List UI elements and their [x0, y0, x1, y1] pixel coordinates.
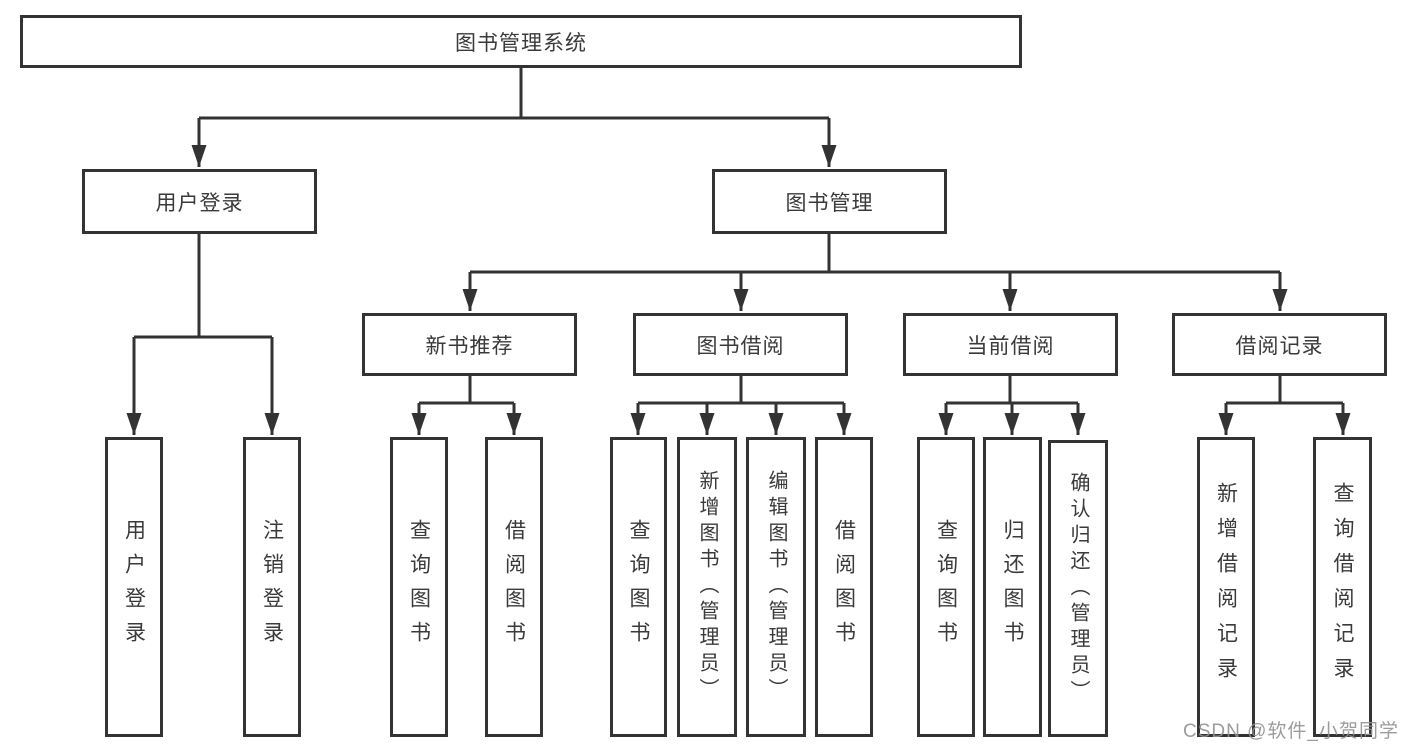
- node-leaf-logout-login: 注销登录: [243, 437, 301, 737]
- node-leaf-add-borrow-record: 新增借阅记录: [1197, 437, 1255, 737]
- node-leaf-confirm-return-admin: 确认归还（管理员）: [1048, 440, 1108, 737]
- node-leaf-query-books-recommend: 查询图书: [390, 437, 448, 737]
- node-root: 图书管理系统: [20, 15, 1022, 68]
- node-leaf-query-books-current: 查询图书: [917, 437, 975, 737]
- node-user-login: 用户登录: [82, 169, 317, 234]
- node-leaf-edit-books-admin: 编辑图书（管理员）: [746, 437, 806, 737]
- node-current-borrow: 当前借阅: [903, 313, 1118, 376]
- node-leaf-query-borrow-record: 查询借阅记录: [1313, 437, 1372, 737]
- node-leaf-borrow-books: 借阅图书: [815, 437, 873, 737]
- node-leaf-user-login: 用户登录: [105, 437, 163, 737]
- node-leaf-return-books: 归还图书: [983, 437, 1042, 737]
- node-leaf-query-books-borrow: 查询图书: [610, 437, 667, 737]
- node-book-management: 图书管理: [712, 169, 947, 234]
- node-leaf-add-books-admin: 新增图书（管理员）: [677, 437, 737, 737]
- node-book-borrow: 图书借阅: [633, 313, 848, 376]
- node-leaf-borrow-books-recommend: 借阅图书: [485, 437, 543, 737]
- watermark: CSDN @软件_小贺同学: [1183, 721, 1399, 742]
- node-new-book-recommend: 新书推荐: [362, 313, 577, 376]
- node-borrow-records: 借阅记录: [1172, 313, 1387, 376]
